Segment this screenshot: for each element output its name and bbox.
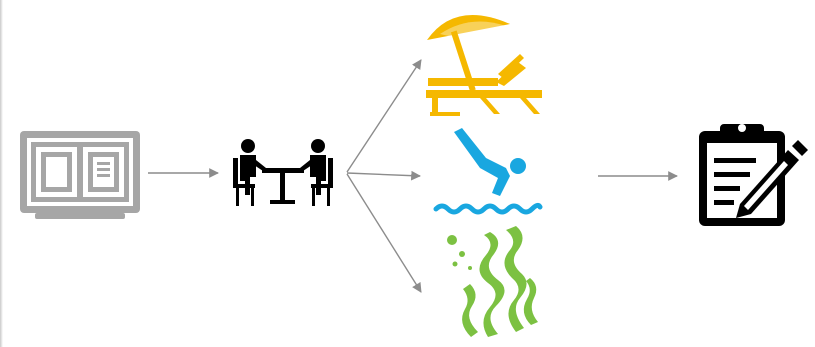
beach-lounger-umbrella-icon [426,15,542,116]
arrows [148,59,678,293]
meeting-table-icon [233,139,333,206]
open-book-icon [20,131,140,219]
seaweed-icon [447,226,538,337]
diving-swimmer-icon [433,128,543,215]
clipboard-pencil-icon [699,124,808,226]
arrow-meeting-to-seaweed [346,173,422,293]
arrow-meeting-to-beach [346,59,422,173]
arrow-meeting-to-diving [346,170,421,181]
left-edge-shadow [0,0,3,347]
